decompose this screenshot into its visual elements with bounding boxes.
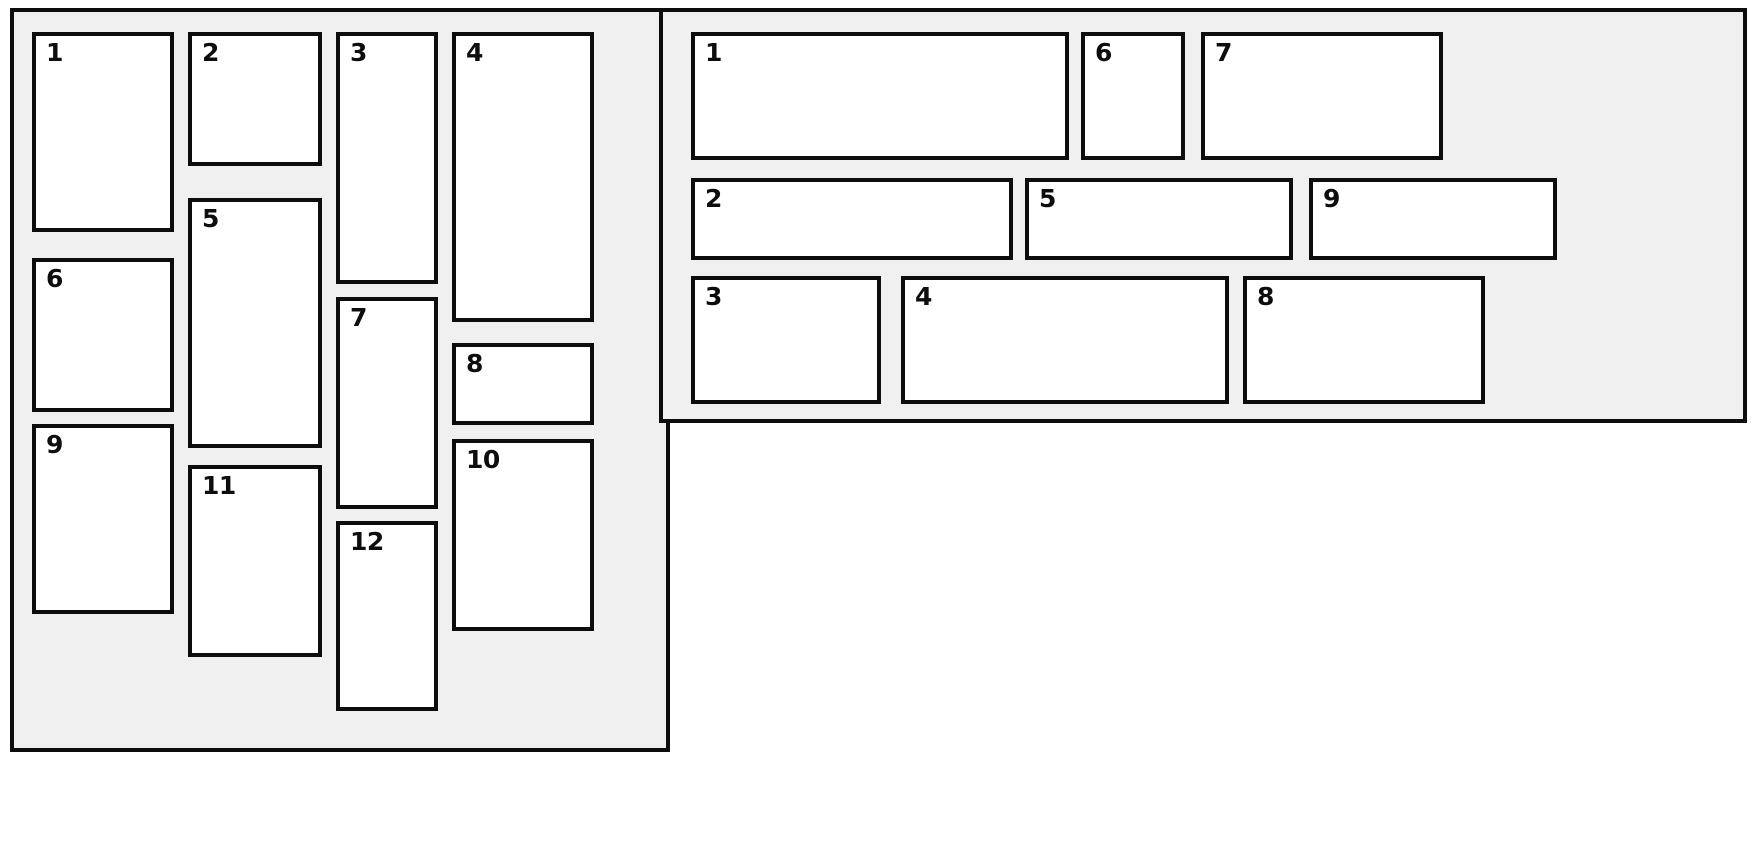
box-label: 6 xyxy=(1095,38,1112,67)
packed-box-8[interactable]: 8 xyxy=(452,343,594,425)
box-label: 2 xyxy=(202,38,219,67)
packed-box-1[interactable]: 1 xyxy=(32,32,174,232)
packed-box-6[interactable]: 6 xyxy=(1081,32,1185,160)
packed-box-4[interactable]: 4 xyxy=(901,276,1229,404)
packed-box-7[interactable]: 7 xyxy=(1201,32,1443,160)
packed-box-12[interactable]: 12 xyxy=(336,521,438,711)
packed-box-3[interactable]: 3 xyxy=(336,32,438,284)
box-label: 1 xyxy=(46,38,63,67)
box-label: 10 xyxy=(466,445,500,474)
packed-box-2[interactable]: 2 xyxy=(691,178,1013,260)
packed-box-8[interactable]: 8 xyxy=(1243,276,1485,404)
packed-box-5[interactable]: 5 xyxy=(1025,178,1293,260)
box-label: 12 xyxy=(350,527,384,556)
box-label: 1 xyxy=(705,38,722,67)
box-label: 6 xyxy=(46,264,63,293)
box-label: 2 xyxy=(705,184,722,213)
box-label: 7 xyxy=(350,303,367,332)
packed-box-4[interactable]: 4 xyxy=(452,32,594,322)
packed-box-3[interactable]: 3 xyxy=(691,276,881,404)
right-panel: 1 6 7 2 5 9 3 4 8 xyxy=(659,8,1747,423)
box-label: 3 xyxy=(350,38,367,67)
packed-box-9[interactable]: 9 xyxy=(32,424,174,614)
box-label: 9 xyxy=(46,430,63,459)
box-label: 5 xyxy=(202,204,219,233)
packed-box-7[interactable]: 7 xyxy=(336,297,438,509)
packed-box-1[interactable]: 1 xyxy=(691,32,1069,160)
packed-box-11[interactable]: 11 xyxy=(188,465,322,657)
packed-box-5[interactable]: 5 xyxy=(188,198,322,448)
box-label: 3 xyxy=(705,282,722,311)
packed-box-6[interactable]: 6 xyxy=(32,258,174,412)
box-label: 9 xyxy=(1323,184,1340,213)
box-label: 4 xyxy=(915,282,932,311)
box-label: 8 xyxy=(1257,282,1274,311)
packed-box-2[interactable]: 2 xyxy=(188,32,322,166)
box-label: 8 xyxy=(466,349,483,378)
box-label: 7 xyxy=(1215,38,1232,67)
box-label: 4 xyxy=(466,38,483,67)
box-label: 5 xyxy=(1039,184,1056,213)
packed-box-9[interactable]: 9 xyxy=(1309,178,1557,260)
packed-box-10[interactable]: 10 xyxy=(452,439,594,631)
box-label: 11 xyxy=(202,471,236,500)
